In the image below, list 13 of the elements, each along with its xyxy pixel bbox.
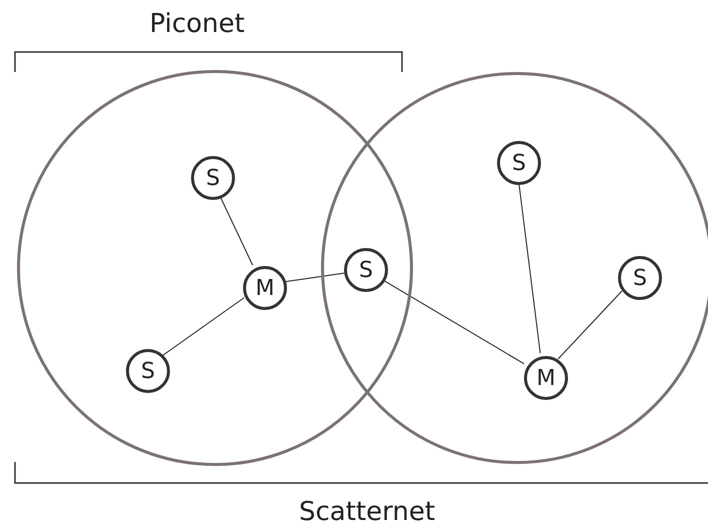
link-line xyxy=(162,297,245,356)
link-line xyxy=(283,272,345,282)
group-label: Scatternet xyxy=(299,497,436,527)
device-node: S xyxy=(497,141,541,185)
link-line xyxy=(558,290,622,360)
device-node: S xyxy=(618,256,662,300)
group-label: Piconet xyxy=(150,9,245,39)
device-node: M xyxy=(243,266,287,310)
link-line xyxy=(384,280,525,364)
device-node: S xyxy=(344,248,388,292)
device-node: S xyxy=(126,349,170,393)
device-node: S xyxy=(191,156,235,200)
device-node: M xyxy=(524,356,568,400)
